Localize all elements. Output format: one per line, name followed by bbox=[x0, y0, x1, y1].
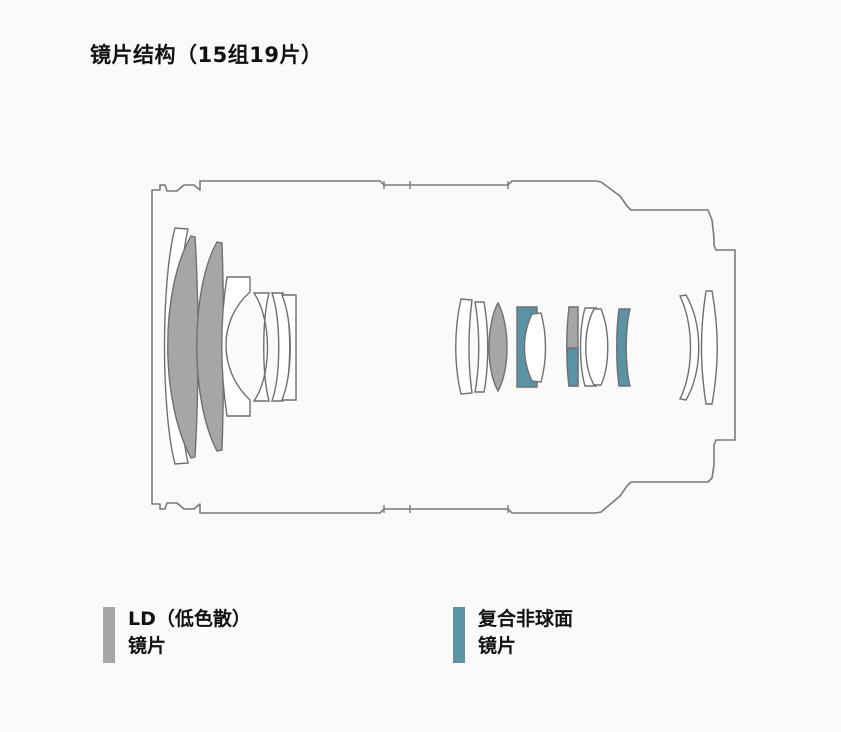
lens-element-16-hybrid-aspherical bbox=[616, 308, 631, 387]
page-title: 镜片结构（15组19片） bbox=[90, 43, 323, 67]
lens-element-4 bbox=[221, 276, 251, 417]
lens-element-12 bbox=[523, 312, 547, 383]
lens-element-17 bbox=[678, 294, 700, 401]
lens-element-15 bbox=[585, 308, 609, 386]
front-lens-group bbox=[163, 227, 297, 465]
lens-element-10-ld bbox=[488, 301, 508, 393]
lens-element-9 bbox=[474, 301, 489, 393]
legend-hybrid-sublabel: 镜片 bbox=[478, 635, 517, 657]
legend-hybrid-swatch bbox=[453, 607, 465, 663]
rear-middle-lens-group bbox=[566, 306, 631, 387]
legend-hybrid-label: 复合非球面 bbox=[478, 608, 574, 630]
lens-barrel-outline bbox=[151, 180, 736, 514]
legend-ld-sublabel: 镜片 bbox=[128, 635, 167, 657]
lens-element-18 bbox=[700, 290, 718, 405]
legend-hybrid-aspherical: 复合非球面 镜片 bbox=[453, 606, 573, 664]
barrel-seams bbox=[383, 181, 509, 513]
lens-element-5 bbox=[252, 292, 270, 402]
lens-element-7 bbox=[280, 294, 297, 401]
legend-ld-label: LD（低色散） bbox=[128, 608, 251, 630]
lens-element-2-ld bbox=[167, 235, 199, 459]
legend-ld: LD（低色散） 镜片 bbox=[103, 606, 251, 664]
legend-ld-swatch bbox=[103, 607, 115, 663]
lens-element-8 bbox=[455, 298, 473, 395]
rear-lens-group bbox=[678, 290, 718, 405]
middle-lens-group bbox=[455, 298, 547, 395]
lens-element-3-ld bbox=[196, 241, 225, 452]
lens-element-13-hybrid-layer bbox=[566, 347, 579, 387]
